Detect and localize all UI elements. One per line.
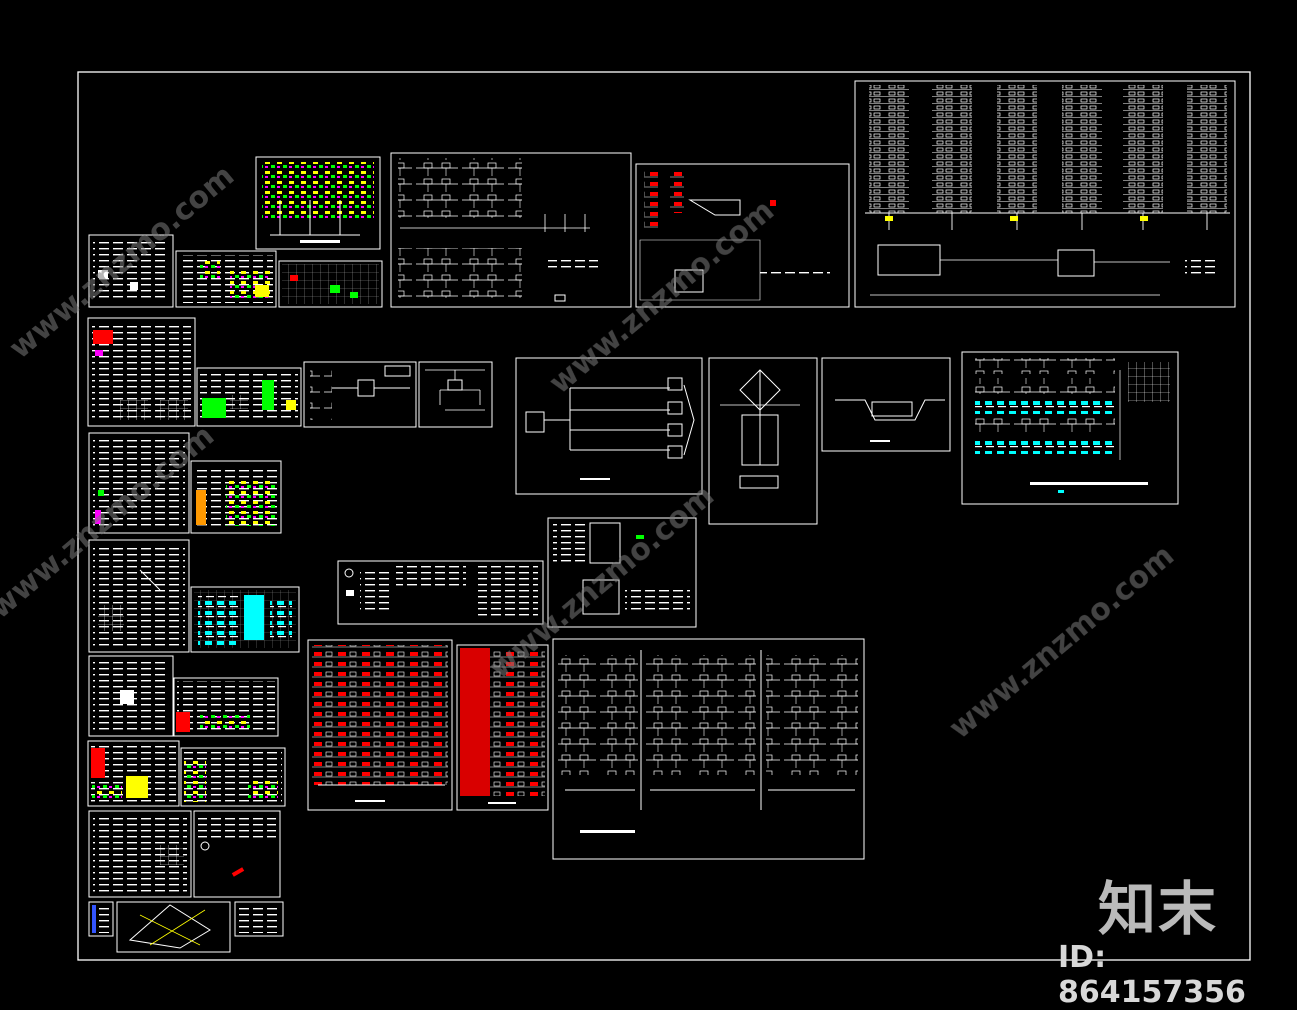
legend-sheet-16 [88,901,114,937]
legend-sheet-13 [180,747,286,807]
tower-elevations-sheet [854,80,1236,308]
legend-sheet-7 [190,460,282,534]
legend-sheet-2 [175,250,277,308]
system-diagram-sheet-2 [635,163,850,308]
legend-sheet-4 [87,317,196,427]
riser-diagram-sheet-2 [456,644,549,811]
legend-sheet-3 [278,260,383,308]
legend-sheet-9 [190,586,300,653]
legend-sheet-15 [193,810,281,898]
legend-sheet-10 [88,655,174,737]
legend-sheet-5 [196,367,302,427]
legend-sheet-12 [87,740,180,807]
distribution-panel-sheet [255,156,381,250]
riser-diagram-sheet-3 [552,638,865,860]
grounding-detail-sheet [708,357,818,525]
legend-sheet-14 [88,810,192,898]
legend-sheet-17 [234,901,284,937]
legend-sheet-8 [88,539,190,653]
brand-logo-text: 知末 [1098,875,1219,943]
notes-sheet [547,517,697,628]
legend-sheet-1 [88,234,174,308]
network-diagram-sheet [418,361,493,428]
legend-sheet-6 [88,432,190,534]
site-plan-sheet [116,901,231,953]
symbol-legend-sheet [337,560,544,625]
drawing-frame [77,71,1251,961]
riser-schematic-sheet [961,351,1179,505]
trench-section-sheet [821,357,951,452]
riser-diagram-sheet-1 [307,639,453,811]
system-diagram-sheet-1 [390,152,632,308]
legend-sheet-11 [173,677,279,737]
control-diagram-sheet [303,361,417,428]
branch-diagram-sheet [515,357,703,495]
watermark-url-2: www.znzmo.com [543,193,781,401]
watermark-url-3: www.znzmo.com [943,538,1181,746]
